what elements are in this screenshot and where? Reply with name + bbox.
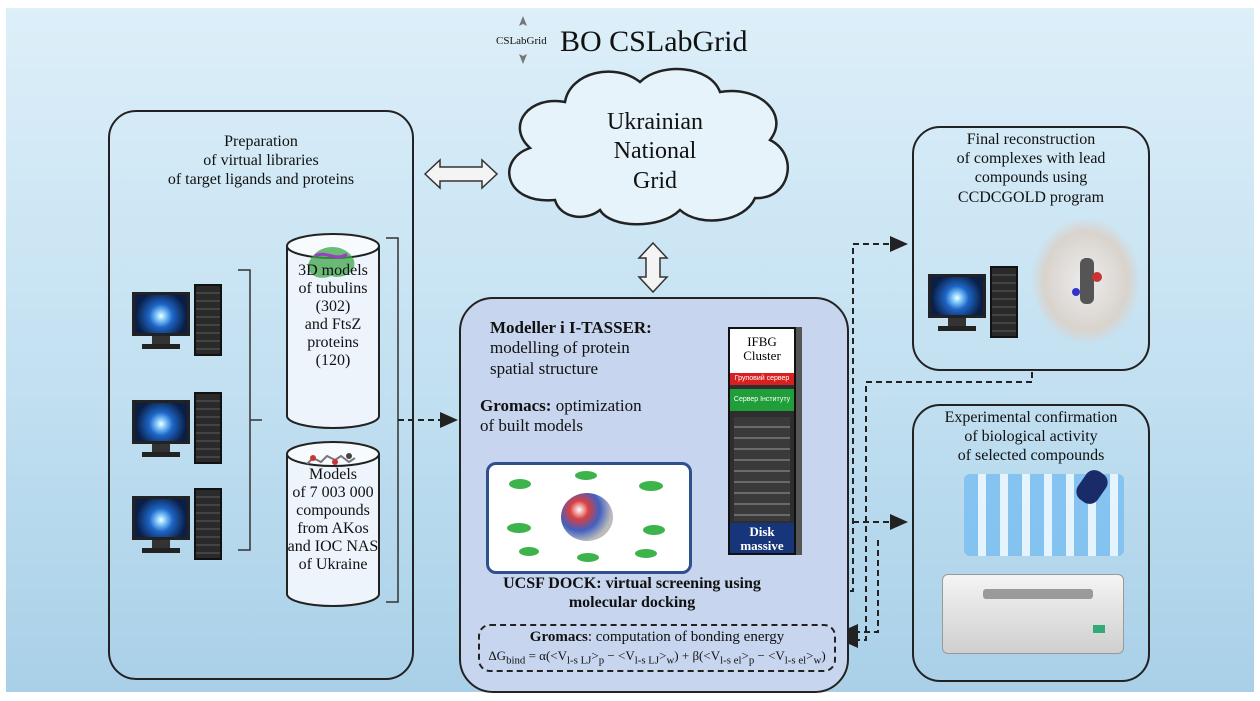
library-preparation-panel [108, 110, 414, 680]
group-server-label: Груповий сервер [730, 373, 794, 385]
logo-text: CSLabGrid [496, 35, 547, 47]
arrow-return-top [840, 372, 1033, 648]
computer-icon [132, 284, 224, 358]
library-preparation-title: Preparation of virtual libraries of targ… [167, 133, 355, 189]
institute-server-label: Сервер Інституту [730, 389, 794, 411]
bonding-energy-box [478, 624, 836, 672]
ucsf-dock-description: UCSF DOCK: virtual screening using molec… [503, 575, 761, 612]
gromacs-optimization: Gromacs: optimization of built models [480, 396, 642, 436]
computer-icon [132, 392, 224, 466]
computer-icon [928, 266, 1020, 340]
double-arrow-vertical [637, 241, 669, 294]
protein-complex-image [1032, 218, 1140, 344]
protein-database-cylinder [286, 233, 380, 429]
docking-image [486, 462, 692, 574]
arrow-return-bottom [840, 540, 879, 640]
bonding-energy-formula: ΔGbind = α(<Vl-s LJ>p − <Vl-s LJ>w) + β(… [488, 648, 826, 667]
bonding-energy-title: Gromacs: computation of bonding energy [529, 629, 785, 645]
reconstruction-panel [912, 126, 1150, 371]
page-title: BO CSLabGrid [560, 25, 748, 58]
experimental-panel [912, 404, 1150, 682]
modeller-description: Modeller i I-TASSER: modelling of protei… [490, 318, 652, 378]
spectrophotometer-image [942, 574, 1124, 654]
computer-icon [132, 488, 224, 562]
double-arrow-horizontal [423, 158, 499, 190]
pc-bracket [238, 269, 262, 551]
cloud-shape [508, 67, 789, 226]
compound-database-cylinder [286, 441, 380, 607]
